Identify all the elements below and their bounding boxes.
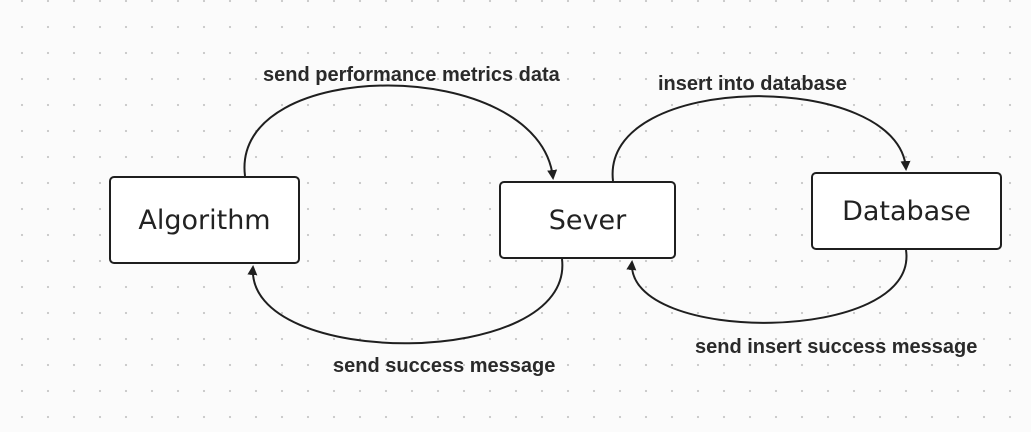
edge-database-to-server	[626, 249, 908, 324]
edge-label-server-to-database: insert into database	[658, 73, 847, 95]
server-node-label: Sever	[548, 204, 627, 236]
edge-server-to-database	[611, 95, 911, 182]
algorithm-node[interactable]: Algorithm	[109, 176, 300, 264]
database-node-label: Database	[842, 195, 971, 227]
edge-label-algorithm-to-server: send performance metrics data	[263, 64, 560, 86]
algorithm-node-label: Algorithm	[138, 204, 271, 236]
edge-algorithm-to-server	[243, 84, 558, 180]
edge-server-to-algorithm	[247, 258, 564, 345]
edge-label-server-to-algorithm: send success message	[333, 355, 556, 377]
database-node[interactable]: Database	[811, 172, 1002, 250]
server-node[interactable]: Sever	[499, 181, 676, 259]
edge-label-database-to-server: send insert success message	[695, 336, 978, 358]
